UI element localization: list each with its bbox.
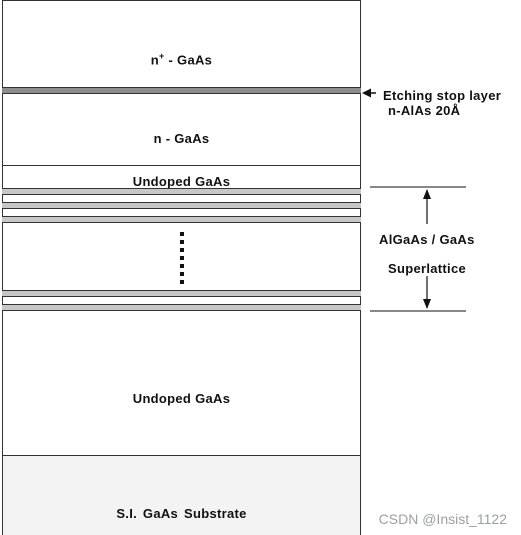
superlattice-band xyxy=(2,290,361,297)
layer-stack xyxy=(2,0,361,535)
superlattice-band xyxy=(2,216,361,223)
layer-undoped-gaas-top-label: Undoped GaAs xyxy=(132,174,231,189)
watermark-text: CSDN @Insist_1122 xyxy=(378,511,507,527)
superlattice-band xyxy=(2,188,361,195)
etching-stop-layer-band xyxy=(2,87,361,94)
superlattice-band xyxy=(2,202,361,209)
etching-stop-label: Etching stop layer xyxy=(383,88,502,103)
stack-top-border xyxy=(2,0,361,1)
boundary-n-undoped xyxy=(2,165,361,166)
substrate-layer xyxy=(2,455,361,535)
superlattice-up-arrow-head xyxy=(423,189,431,199)
etching-stop-material-label: n-AlAs 20Å xyxy=(388,103,461,118)
superlattice-label: Superlattice xyxy=(388,261,467,276)
layer-n-gaas-label: n - GaAs xyxy=(153,131,210,146)
continuation-dots xyxy=(180,232,184,288)
superlattice-material-label: AlGaAs / GaAs xyxy=(379,232,475,247)
layer-n-plus-gaas-label: n+ - GaAs xyxy=(150,51,213,68)
superlattice-down-arrow-head xyxy=(423,299,431,309)
layer-undoped-gaas-bottom-label: Undoped GaAs xyxy=(132,391,231,406)
superlattice-band xyxy=(2,304,361,311)
etch-arrow-head xyxy=(362,88,371,98)
layer-substrate-label: S.I. GaAs Substrate xyxy=(116,506,247,521)
